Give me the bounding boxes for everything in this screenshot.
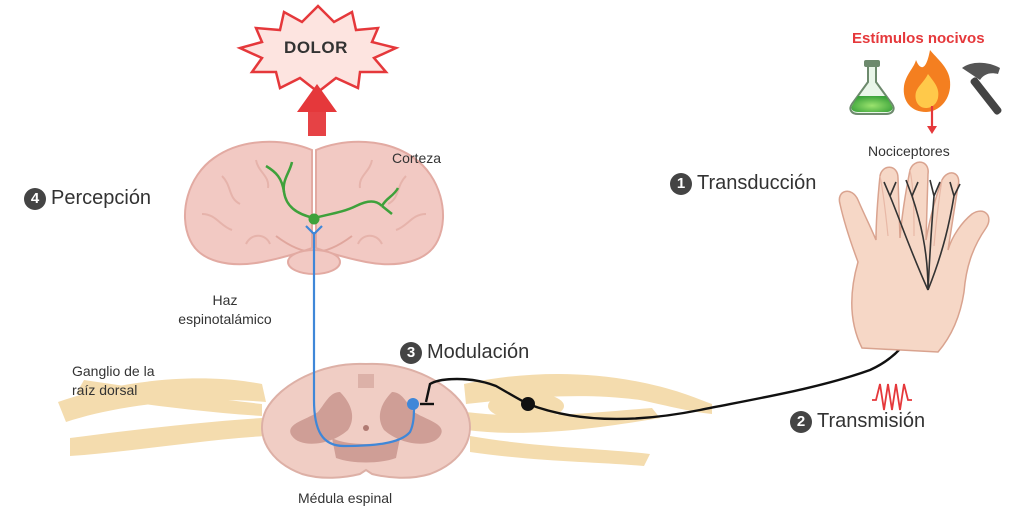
modulation-synapse	[407, 398, 419, 410]
hammer-icon	[962, 63, 1003, 116]
step-number-badge: 1	[670, 173, 692, 195]
tract-label: Haz espinotalámico	[150, 291, 300, 329]
ganglion-cell-body	[521, 397, 535, 411]
ganglion-label: Ganglio de la raíz dorsal	[72, 362, 155, 400]
step-number-badge: 2	[790, 411, 812, 433]
step-number-badge: 3	[400, 342, 422, 364]
cortex-label: Corteza	[392, 150, 441, 166]
step-label: Transmisión	[817, 410, 925, 433]
ganglion-label-line1: Ganglio de la	[72, 362, 155, 381]
step-modulation: 3 Modulación	[400, 341, 529, 364]
step-number-badge: 4	[24, 188, 46, 210]
step-transmission: 2 Transmisión	[790, 410, 925, 433]
transmission-wave	[872, 384, 912, 410]
step-label: Transducción	[697, 172, 816, 195]
tract-label-line1: Haz	[150, 291, 300, 310]
ganglion-label-line2: raíz dorsal	[72, 381, 155, 400]
flask-icon	[850, 60, 893, 114]
pain-label: DOLOR	[268, 38, 364, 58]
spinal-cord-label: Médula espinal	[298, 490, 392, 506]
nociceptor-label: Nociceptores	[868, 143, 950, 159]
flame-icon	[904, 50, 950, 112]
ascending-arrow	[297, 84, 337, 136]
step-label: Modulación	[427, 341, 529, 364]
step-label: Percepción	[51, 187, 151, 210]
step-perception: 4 Percepción	[24, 187, 151, 210]
cortical-neuron-body	[309, 214, 320, 225]
tract-label-line2: espinotalámico	[150, 310, 300, 329]
step-transduction: 1 Transducción	[670, 172, 816, 195]
stimuli-title: Estímulos nocivos	[852, 30, 985, 47]
